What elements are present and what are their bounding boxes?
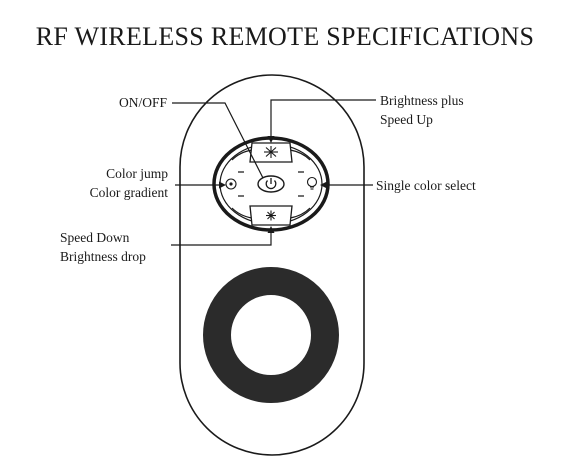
label-brightness-plus: Brightness plus Speed Up	[380, 91, 464, 129]
touch-ring[interactable]	[203, 267, 339, 403]
label-single-color-select: Single color select	[376, 176, 476, 195]
label-color-jump-text: Color jump	[106, 166, 168, 181]
label-color-gradient-text: Color gradient	[89, 185, 168, 200]
power-icon	[265, 178, 277, 190]
left-button[interactable]	[225, 178, 237, 190]
bulb-icon	[306, 176, 318, 190]
color-wheel-icon	[225, 178, 237, 190]
down-button[interactable]	[249, 205, 293, 226]
arrowheads	[219, 136, 327, 233]
label-on-off: ON/OFF	[119, 93, 167, 112]
leader-lines	[171, 99, 376, 246]
sun-bright-icon	[264, 146, 278, 158]
label-color-jump: Color jump Color gradient	[90, 164, 168, 202]
right-button[interactable]	[306, 176, 318, 190]
label-single-color-select-text: Single color select	[376, 178, 476, 193]
page-title: RF WIRELESS REMOTE SPECIFICATIONS	[35, 22, 535, 51]
sun-dim-icon	[266, 210, 276, 221]
label-brightness-drop-text: Brightness drop	[60, 249, 146, 264]
label-speed-down: Speed Down Brightness drop	[60, 228, 146, 266]
keypad-dividers	[231, 149, 311, 219]
label-on-off-text: ON/OFF	[118, 95, 167, 110]
label-speed-down-text: Speed Down	[60, 230, 130, 245]
up-button[interactable]	[249, 142, 293, 163]
label-brightness-plus-text: Brightness plus	[380, 93, 464, 108]
label-speed-up-text: Speed Up	[380, 112, 433, 127]
remote-body	[179, 74, 365, 456]
center-power-button[interactable]	[257, 175, 285, 193]
